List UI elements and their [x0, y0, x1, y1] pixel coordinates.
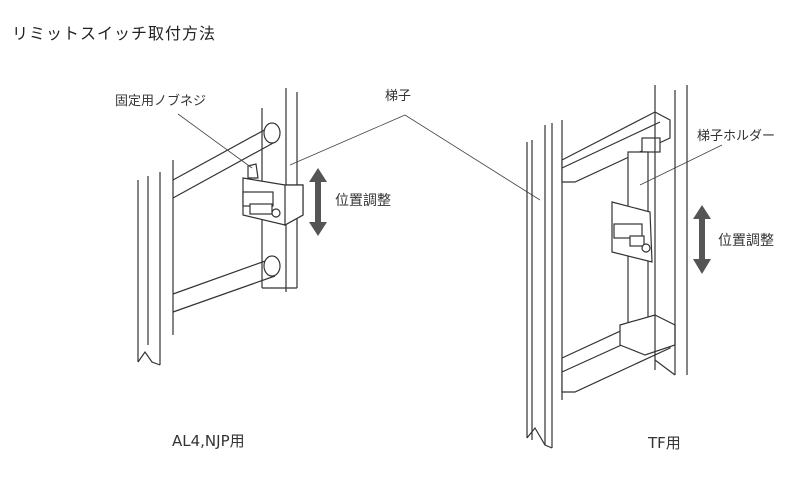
label-ladder-holder: 梯子ホルダー [697, 129, 776, 144]
label-left-position-adjust: 位置調整 [335, 193, 391, 209]
left-ladder-drawing [137, 88, 541, 366]
right-adjust-arrow [693, 205, 711, 274]
left-adjust-arrow [309, 168, 327, 236]
right-caption: TF用 [648, 434, 681, 452]
right-ladder-drawing [526, 85, 723, 449]
label-right-position-adjust: 位置調整 [718, 233, 774, 249]
label-ladder: 梯子 [385, 89, 412, 104]
left-caption: AL4,NJP用 [172, 432, 245, 450]
page-title: リミットスイッチ取付方法 [12, 24, 217, 43]
label-knob-screw: 固定用ノブネジ [115, 94, 207, 109]
